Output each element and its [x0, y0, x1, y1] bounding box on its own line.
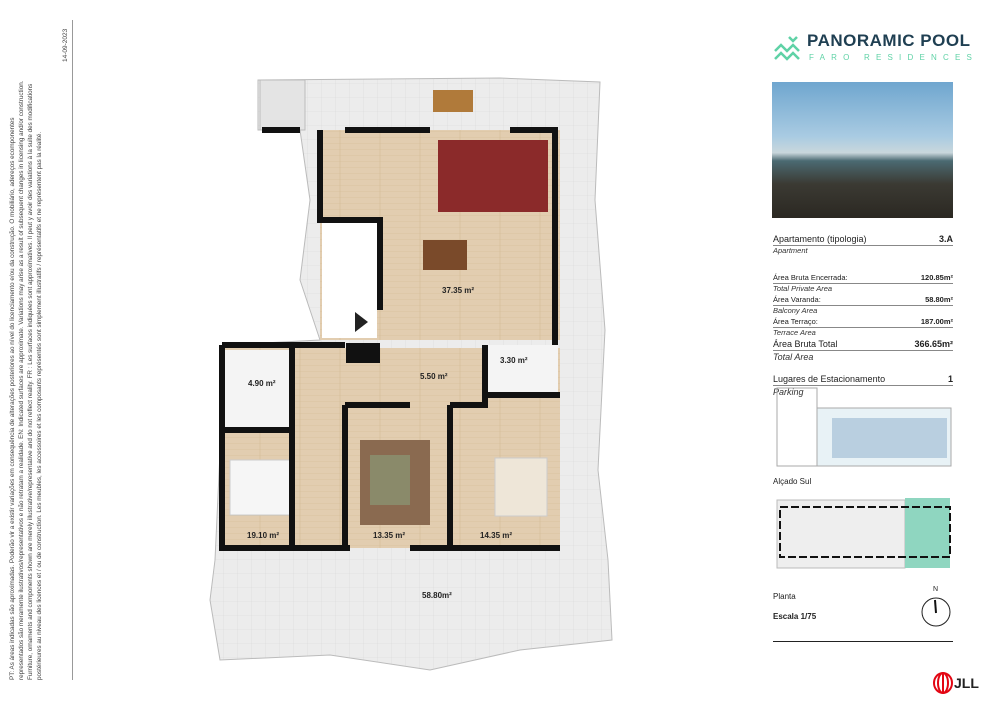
panoramic-pool-logo: PANORAMIC POOL FARO RESIDENCES — [773, 31, 972, 67]
room-bath-area: 4.90 m² — [248, 379, 276, 388]
wave-icon — [774, 36, 800, 61]
south-elevation-drawing — [776, 387, 952, 467]
jll-logo: JLL — [933, 672, 979, 699]
type-label: Apartamento (tipologia) — [773, 234, 867, 244]
room-balcony-area: 58.80m² — [422, 591, 452, 600]
room-bedroom3-area: 14.35 m² — [480, 531, 513, 540]
label: Área Bruta Encerrada: — [773, 273, 848, 282]
label: Área Varanda: — [773, 295, 821, 304]
value: 120.85m² — [920, 273, 953, 282]
logo-title: PANORAMIC POOL — [807, 31, 971, 50]
divider — [773, 641, 953, 642]
value: 366.65m² — [914, 339, 953, 349]
room-wc-area: 3.30 m² — [500, 356, 528, 365]
plan-label: Planta — [773, 592, 796, 601]
value: 58.80m² — [925, 295, 953, 304]
type-value: 3.A — [938, 234, 953, 244]
divider — [72, 20, 73, 680]
floor-plan — [209, 77, 613, 671]
scale-label: Escala 1/75 — [773, 612, 817, 621]
label: Área Bruta Total — [773, 339, 838, 349]
logo-subtitle: FARO RESIDENCES — [809, 53, 979, 62]
elevation-label: Alçado Sul — [773, 477, 812, 486]
room-bedroom1-area: 19.10 m² — [247, 531, 280, 540]
label-en: Total Area — [773, 352, 814, 362]
value: 187.00m² — [920, 317, 953, 326]
label-en: Balcony Area — [773, 306, 818, 315]
label-en: Total Private Area — [773, 284, 833, 293]
key-plan — [776, 498, 951, 569]
north-label: N — [933, 586, 939, 593]
info-panel: Apartamento (tipologia) 3.A Apartment Áre… — [773, 233, 953, 398]
parking-label: Lugares de Estacionamento — [773, 374, 886, 384]
room-bedroom2-area: 13.35 m² — [373, 531, 406, 540]
parking-value: 1 — [947, 374, 953, 384]
room-hall-area: 5.50 m² — [420, 372, 448, 381]
label-en: Terrace Area — [773, 328, 816, 337]
parking-en: Parking — [773, 387, 804, 397]
north-arrow-icon — [921, 597, 951, 627]
label: Área Terraço: — [773, 317, 818, 326]
brand-text: JLL — [954, 675, 979, 691]
room-living-area: 37.35 m² — [442, 286, 475, 295]
jll-globe-icon — [933, 672, 953, 694]
terrace-photo — [772, 82, 953, 218]
type-en: Apartment — [773, 246, 808, 255]
